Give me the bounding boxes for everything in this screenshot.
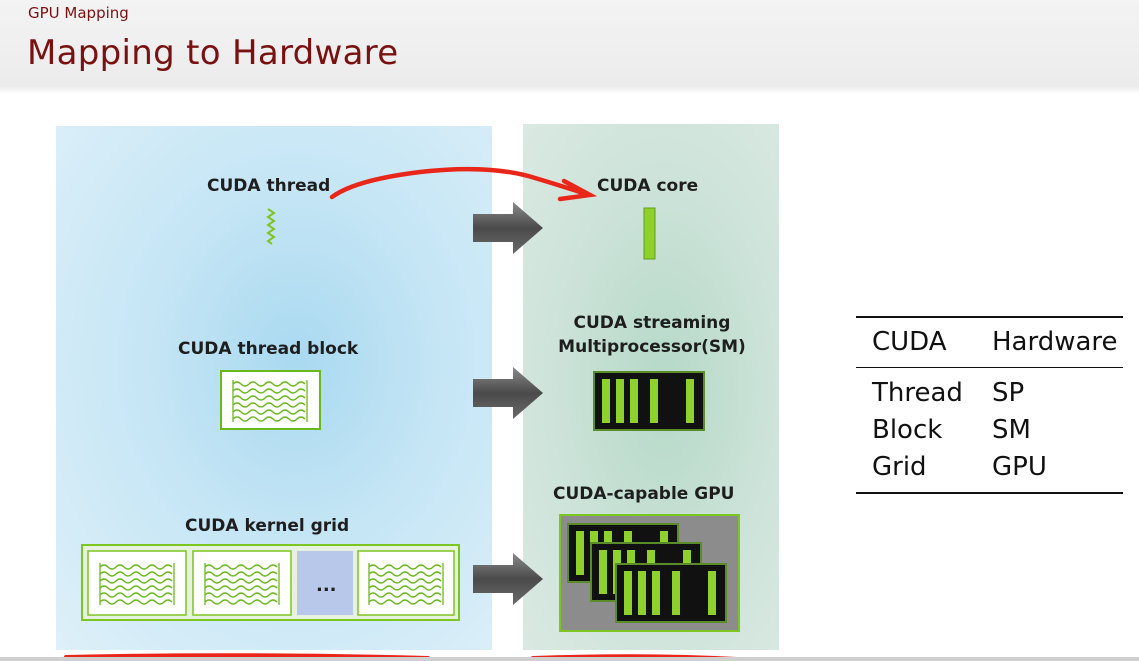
thread-block-icon <box>220 370 321 430</box>
table-header-hardware: Hardware <box>992 327 1118 357</box>
annotation-arrow <box>329 166 598 202</box>
header-shadow <box>0 86 1139 94</box>
cuda-thread-block-label: CUDA thread block <box>178 339 359 359</box>
sm-label-line2: Multiprocessor(SM) <box>558 337 746 357</box>
table-cell-sp: SP <box>992 378 1025 408</box>
cuda-kernel-grid-label: CUDA kernel grid <box>185 516 350 536</box>
sm-chip-icon <box>593 371 705 431</box>
bottom-bar <box>0 657 1139 661</box>
table-cell-sm: SM <box>992 415 1031 445</box>
map-arrow-block <box>473 367 543 419</box>
table-cell-thread: Thread <box>872 378 963 408</box>
table-rule-top <box>856 316 1123 318</box>
cuda-capable-gpu-label: CUDA-capable GPU <box>553 484 735 504</box>
table-rule-mid <box>856 367 1123 368</box>
cuda-core-label: CUDA core <box>597 176 699 196</box>
sm-label-line1: CUDA streaming <box>573 313 731 333</box>
table-header-cuda: CUDA <box>872 327 947 357</box>
table-cell-gpu: GPU <box>992 452 1047 482</box>
gpu-icon <box>559 514 740 632</box>
cuda-core-icon <box>643 207 656 260</box>
map-arrow-thread <box>473 202 543 254</box>
grid-ellipsis: ... <box>316 575 337 596</box>
annotation-underline-left <box>64 653 430 660</box>
map-arrow-grid <box>473 553 543 605</box>
page-title: Mapping to Hardware <box>27 33 399 73</box>
mapping-table: CUDA Hardware Thread SP Block SM Grid GP… <box>856 316 1123 496</box>
thread-icon <box>266 208 276 245</box>
section-label: GPU Mapping <box>28 4 129 22</box>
table-cell-block: Block <box>872 415 943 445</box>
slide-header: GPU Mapping Mapping to Hardware <box>0 0 1139 86</box>
table-cell-grid: Grid <box>872 452 927 482</box>
table-rule-bottom <box>856 492 1123 494</box>
kernel-grid-icon <box>81 544 460 621</box>
cuda-thread-label: CUDA thread <box>207 176 331 196</box>
